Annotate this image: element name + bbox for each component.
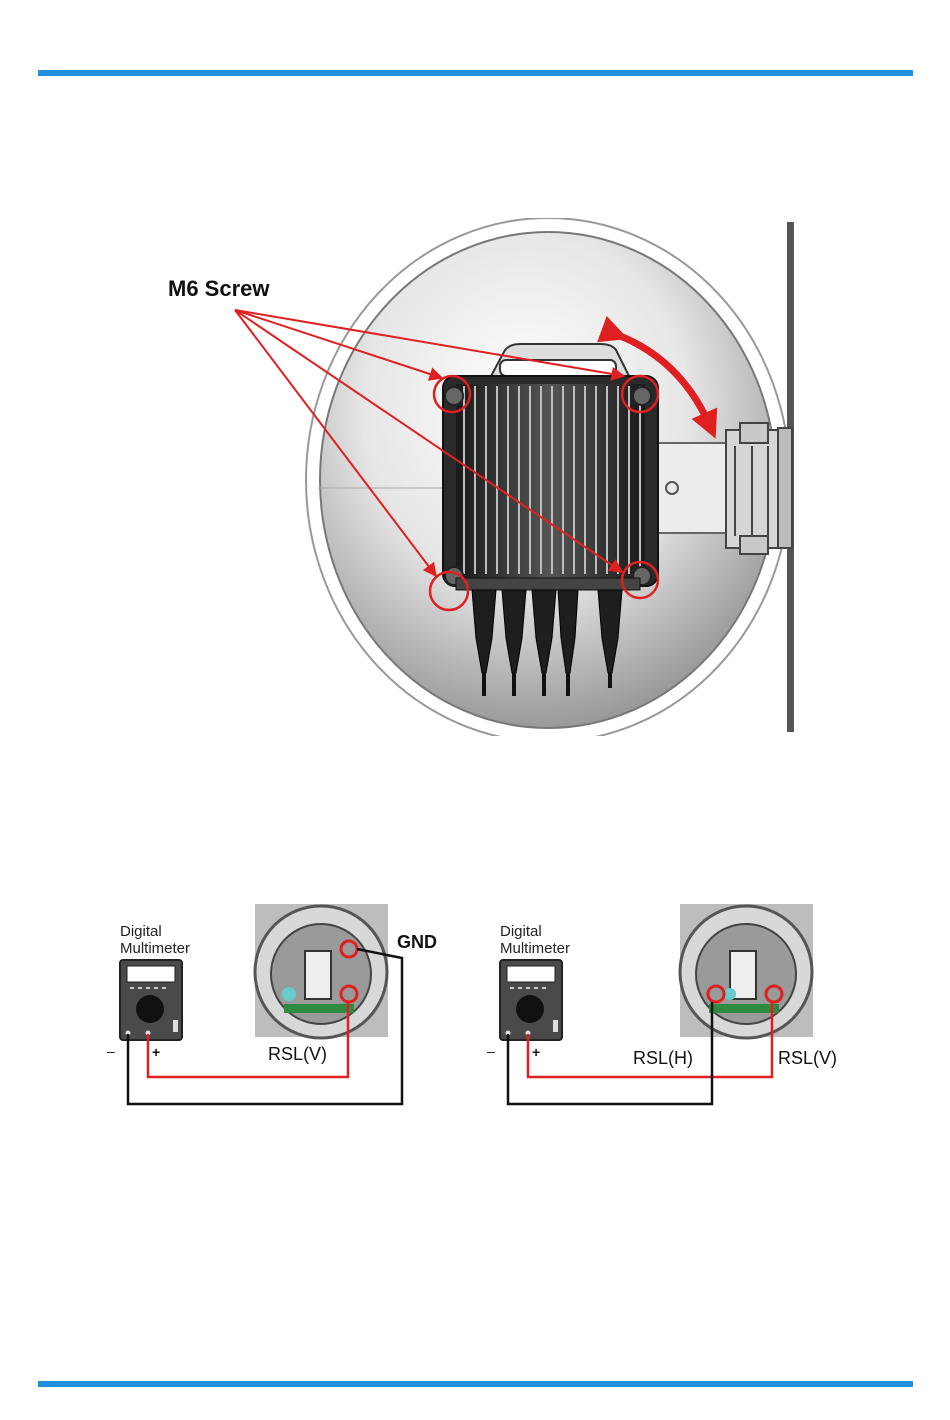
odu-port-photo-icon [680, 904, 813, 1038]
odu-mount-drawing: M6 Screw [160, 218, 810, 736]
odu-port-photo-icon [255, 904, 388, 1038]
rsl-v-label: RSL(V) [778, 1048, 837, 1068]
plus-label: + [532, 1044, 540, 1060]
meter-label-line2: Multimeter [120, 940, 190, 957]
plus-label: + [152, 1044, 160, 1060]
footer-rule [38, 1381, 913, 1387]
meter-label-line1: Digital [500, 923, 542, 940]
right-panel: Digital Multimeter – + RSL(H) RSL(V) [487, 904, 837, 1104]
odu-mount-figure: M6 Screw [160, 218, 810, 736]
rsl-h-label: RSL(H) [633, 1048, 693, 1068]
multimeter-icon [500, 960, 562, 1040]
m6-screw-label: M6 Screw [168, 276, 270, 301]
rsl-measurement-figure: Digital Multimeter – + GND RSL(V) [100, 896, 860, 1116]
rsl-v-label: RSL(V) [268, 1044, 327, 1064]
left-panel: Digital Multimeter – + GND RSL(V) [107, 904, 437, 1104]
minus-label: – [487, 1043, 495, 1059]
meter-label-line1: Digital [120, 923, 162, 940]
multimeter-icon [120, 960, 182, 1040]
rsl-measurement-drawing: Digital Multimeter – + GND RSL(V) [100, 896, 860, 1116]
gnd-label: GND [397, 932, 437, 952]
header-rule [38, 70, 913, 76]
meter-label-line2: Multimeter [500, 940, 570, 957]
minus-label: – [107, 1043, 115, 1059]
